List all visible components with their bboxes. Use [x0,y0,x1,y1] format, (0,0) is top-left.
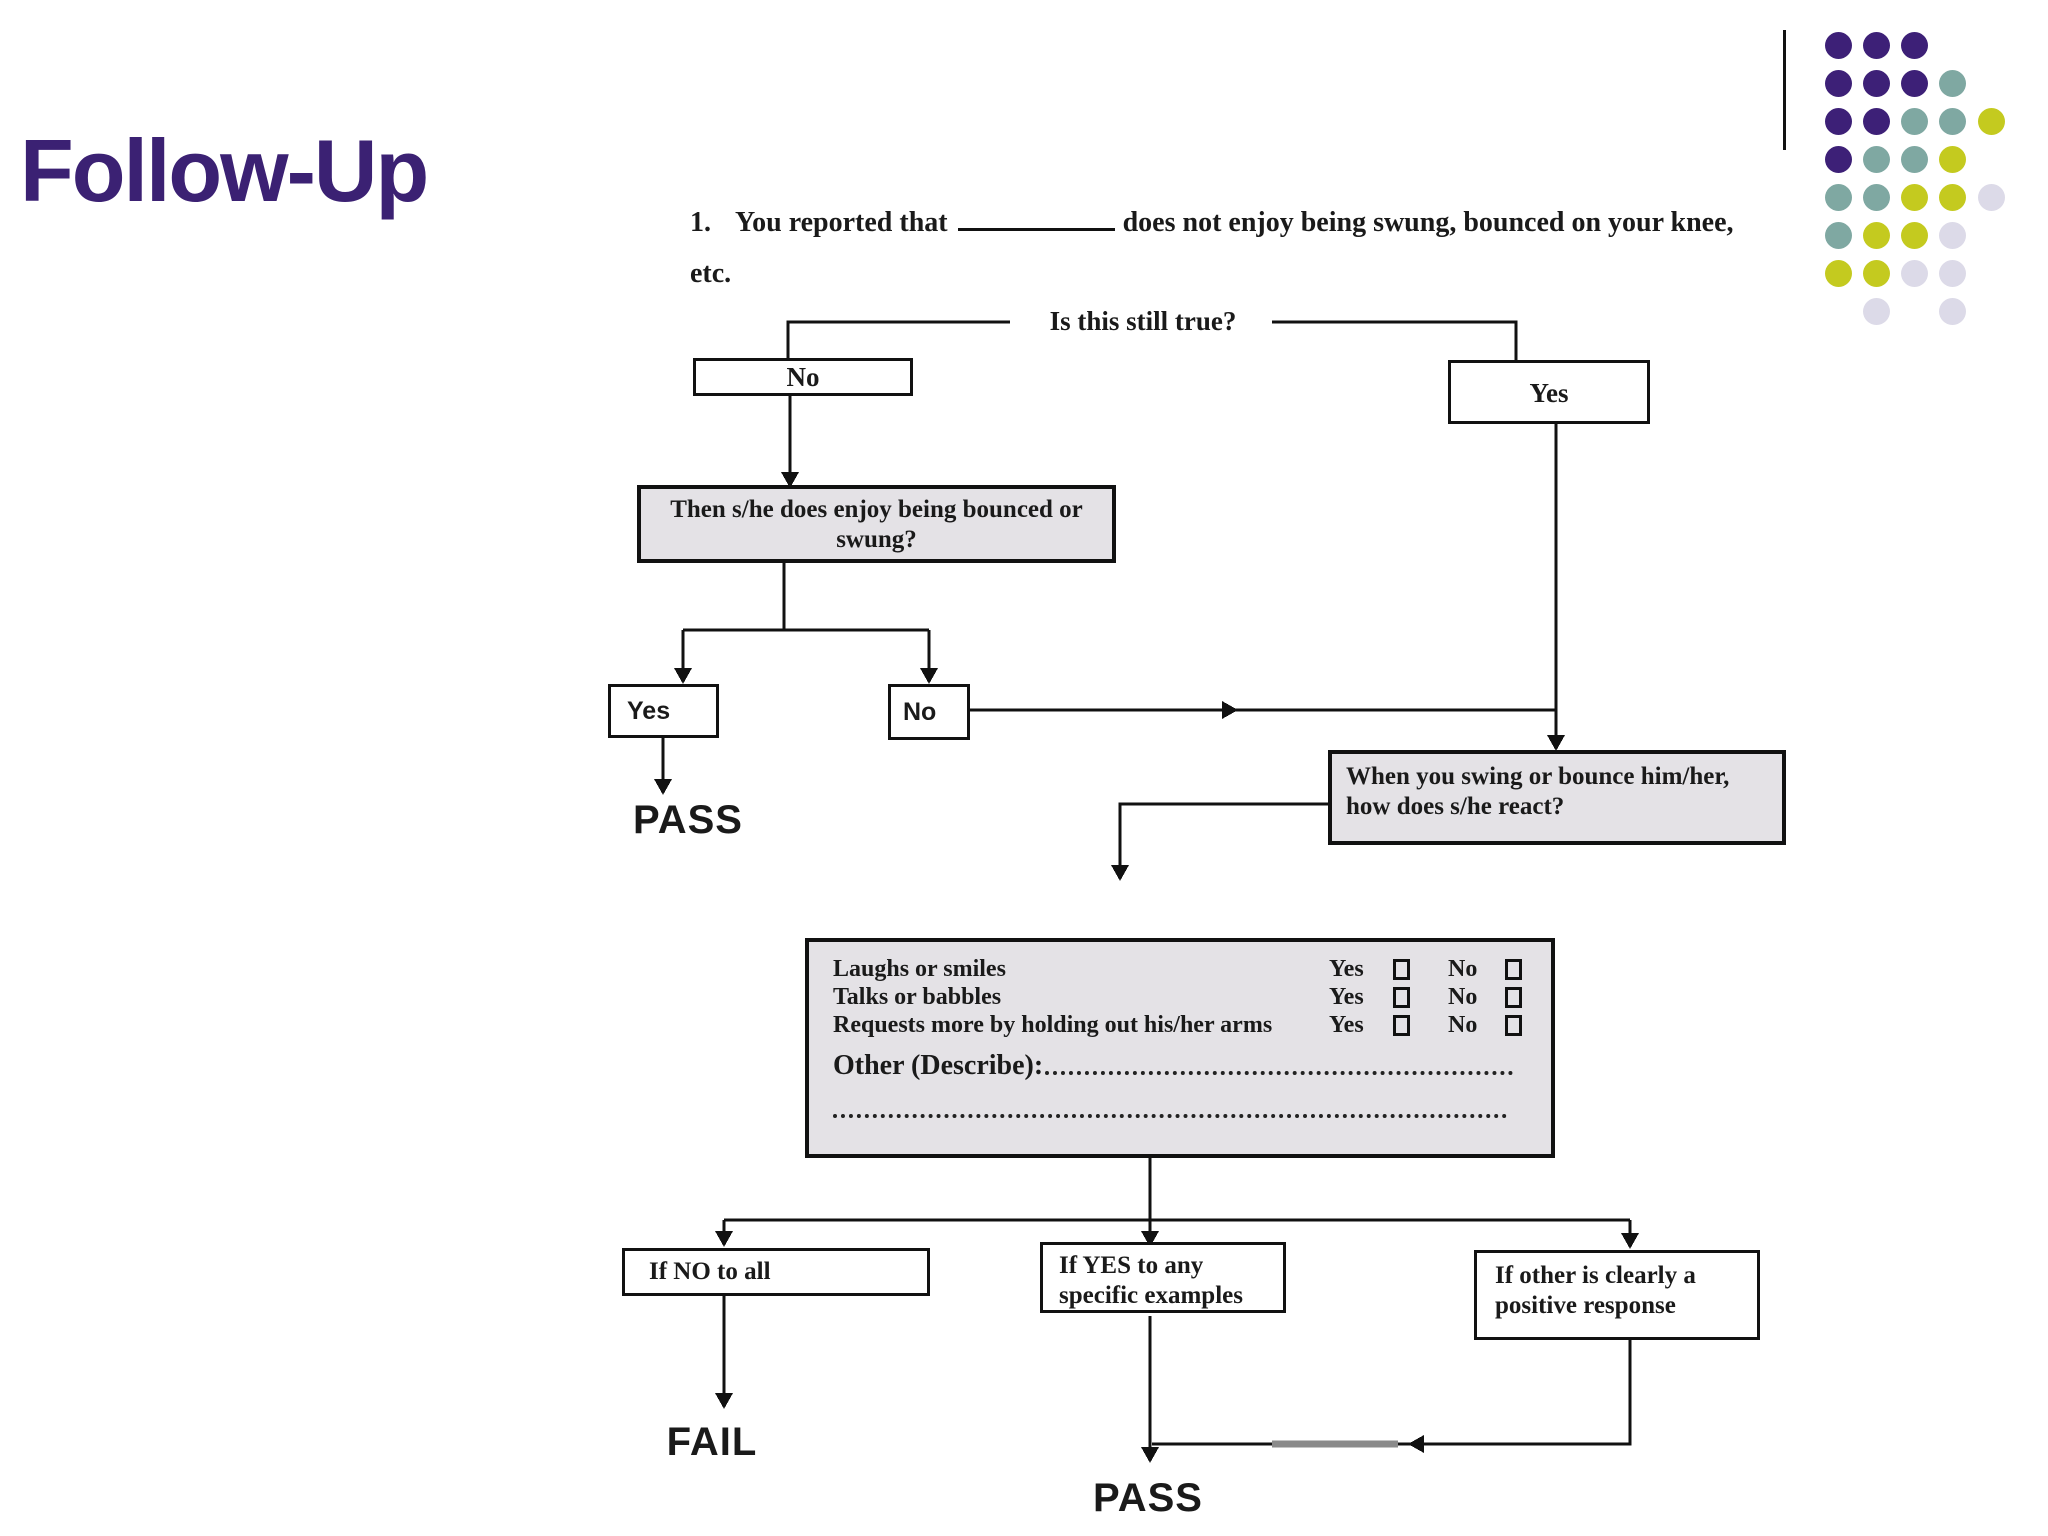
option-yes-label: Yes [1329,984,1364,1010]
flow-box-yes-level2: Yes [608,684,719,738]
decoration-dot [1939,107,1967,135]
decoration-dot [1824,69,1852,97]
option-no-label: No [1448,1012,1478,1038]
decoration-dot [1862,297,1890,325]
decoration-dot [1862,31,1890,59]
option-no-label: No [1448,984,1478,1010]
decoration-dot [1901,259,1928,287]
decoration-dot [1824,145,1852,173]
question-suffix: does not enjoy being swung, bounced on y… [1122,207,1734,238]
flow-box-react-question: When you swing or bounce him/her, how do… [1328,750,1786,845]
other-describe-row: Other (Describe): [833,1050,1513,1082]
decoration-dot [1901,183,1928,211]
decoration-dot [1862,183,1890,211]
yes-checkbox[interactable] [1393,1015,1410,1036]
decoration-dot [1824,259,1852,287]
flow-box-yes-level1: Yes [1448,360,1650,424]
option-no-label: No [1448,956,1478,982]
pass-label-left: PASS [633,798,743,842]
decoration-dot [1862,221,1890,249]
yes-checkbox[interactable] [1393,959,1410,980]
decoration-dot [1939,259,1967,287]
decoration-dot [1862,69,1890,97]
decoration-dot [1977,183,2005,211]
decoration-vertical-line [1783,30,1786,150]
decoration-dot [1939,297,1967,325]
pass-label-bottom: PASS [1093,1476,1203,1520]
flow-box-if-yes-to-any: If YES to any specific examples [1040,1242,1286,1313]
decoration-dot [1862,145,1890,173]
other-describe-label: Other (Describe): [833,1050,1044,1081]
flow-box-then-enjoys: Then s/he does enjoy being bounced or sw… [637,485,1116,563]
yes-checkbox[interactable] [1393,987,1410,1008]
decoration-dot [1901,145,1928,173]
question-text-line2: etc. [690,258,732,289]
option-row: Talks or babbles Yes No [833,984,1543,1014]
dotted-writing-line-2 [833,1114,1507,1118]
decoration-dot [1901,31,1928,59]
option-yes-label: Yes [1329,1012,1364,1038]
decoration-dot [1977,107,2005,135]
option-yes-label: Yes [1329,956,1364,982]
dotted-writing-line [1045,1070,1513,1075]
fail-label: FAIL [666,1420,758,1464]
question-text-line1: 1. You reported that does not enjoy being … [690,202,1734,239]
blank-underline [957,202,1115,231]
decoration-dot [1939,221,1967,249]
option-label: Talks or babbles [833,984,1002,1010]
question-number: 1. [690,207,711,238]
decoration-dot [1939,145,1967,173]
question-prefix: You reported that [735,207,948,238]
decoration-dot [1901,107,1928,135]
no-checkbox[interactable] [1505,1015,1522,1036]
option-label: Laughs or smiles [833,956,1006,982]
decoration-dot [1901,221,1928,249]
decoration-dot [1939,183,1967,211]
still-true-label: Is this still true? [1049,306,1237,336]
decoration-dot [1901,69,1928,97]
option-row: Laughs or smiles Yes No [833,956,1543,986]
decoration-dot [1862,107,1890,135]
no-checkbox[interactable] [1505,959,1522,980]
flow-box-if-other-positive: If other is clearly a positive response [1474,1250,1760,1340]
option-label: Requests more by holding out his/her arm… [833,1012,1273,1038]
decoration-dot [1824,31,1852,59]
option-row: Requests more by holding out his/her arm… [833,1012,1543,1042]
react-question-line1: When you swing or bounce him/her, [1346,763,1730,790]
no-checkbox[interactable] [1505,987,1522,1008]
decoration-dot [1824,183,1852,211]
flow-box-no-level2: No [888,684,970,740]
react-question-line2: how does s/he react? [1346,793,1565,820]
decoration-dot [1862,259,1890,287]
decoration-dot [1824,221,1852,249]
flow-box-if-no-to-all: If NO to all [622,1248,930,1296]
decoration-dot [1824,107,1852,135]
decoration-dot [1939,69,1967,97]
slide-title: Follow-Up [20,121,429,220]
flow-box-no-level1: No [693,358,913,396]
